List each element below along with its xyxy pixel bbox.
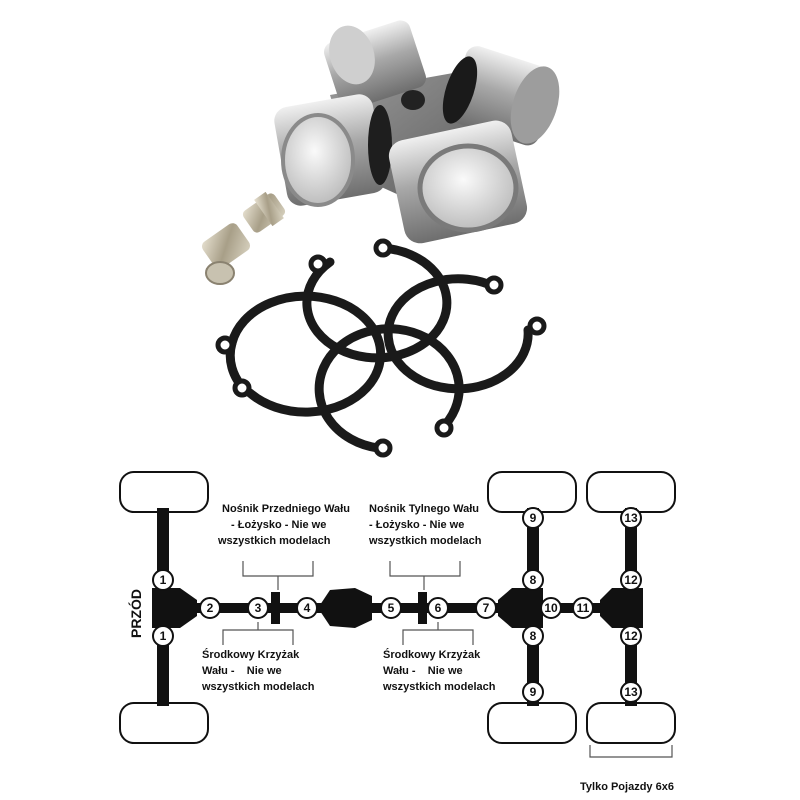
svg-text:7: 7 <box>483 601 490 615</box>
svg-text:13: 13 <box>624 511 638 525</box>
joint-markers: 1 1 2 3 4 5 6 7 8 8 9 9 10 11 12 12 13 1… <box>152 507 642 703</box>
joint-marker: 2 <box>199 597 221 619</box>
drivetrain-diagram: PRZÓD Nośnik Przedniego Wału - Łożysko -… <box>119 471 676 793</box>
wheel-front-right <box>119 702 209 744</box>
retaining-circlips <box>215 238 547 458</box>
transfer-case <box>318 588 372 628</box>
svg-text:2: 2 <box>207 601 214 615</box>
joint-marker: 12 <box>620 569 642 591</box>
rear-carrier-bearing <box>418 592 427 624</box>
grease-hole <box>401 90 425 110</box>
svg-text:12: 12 <box>624 629 638 643</box>
svg-text:1: 1 <box>160 573 167 587</box>
joint-marker: 10 <box>540 597 562 619</box>
wheel-third-left <box>586 471 676 513</box>
svg-text:3: 3 <box>255 601 262 615</box>
joint-marker: 5 <box>380 597 402 619</box>
wheel-third-right <box>586 702 676 744</box>
joint-marker: 12 <box>620 625 642 647</box>
joint-marker: 8 <box>522 569 544 591</box>
svg-text:8: 8 <box>530 573 537 587</box>
callout-brackets <box>222 561 673 758</box>
svg-text:12: 12 <box>624 573 638 587</box>
svg-text:11: 11 <box>577 601 590 615</box>
circlip-left <box>215 291 386 417</box>
bearing-cap-top-right <box>442 46 560 146</box>
joint-marker: 9 <box>522 507 544 529</box>
callout-rear-shaft-carrier: Nośnik Tylnego Wału - Łożysko - Nie we w… <box>368 503 482 547</box>
rear-differential <box>498 588 543 628</box>
circlip-top <box>302 238 452 363</box>
svg-text:8: 8 <box>530 629 537 643</box>
joint-marker: 13 <box>620 507 642 529</box>
svg-text:9: 9 <box>530 685 537 699</box>
joint-marker: 13 <box>620 681 642 703</box>
joint-marker: 1 <box>152 625 174 647</box>
joint-marker: 9 <box>522 681 544 703</box>
svg-text:6: 6 <box>435 601 442 615</box>
callout-front-shaft-carrier: Nośnik Przedniego Wału - Łożysko - Nie w… <box>217 503 353 547</box>
wheels <box>119 471 676 744</box>
bearing-cap-front-left <box>274 94 392 207</box>
wheel-rear-left <box>487 471 577 513</box>
bearing-cap-top-left <box>323 20 427 110</box>
third-differential <box>600 588 643 628</box>
svg-text:4: 4 <box>304 601 311 615</box>
callout-center-cross-right: Środkowy Krzyżak Wału - Nie we wszystkic… <box>382 648 496 693</box>
svg-text:13: 13 <box>624 685 638 699</box>
grease-nipple-fitting <box>201 191 286 285</box>
joint-marker: 8 <box>522 625 544 647</box>
bearing-cap-front-right <box>388 120 528 244</box>
joint-marker: 4 <box>296 597 318 619</box>
svg-text:1: 1 <box>160 629 167 643</box>
callout-six-by-six-only: Tylko Pojazdy 6x6 <box>580 781 674 793</box>
joint-marker: 1 <box>152 569 174 591</box>
front-label: PRZÓD <box>127 589 144 638</box>
svg-text:9: 9 <box>530 511 537 525</box>
joint-marker: 11 <box>572 597 594 619</box>
svg-text:10: 10 <box>544 601 558 615</box>
joint-marker: 3 <box>247 597 269 619</box>
svg-text:5: 5 <box>388 601 395 615</box>
wheel-front-left <box>119 471 209 513</box>
circlip-bottom <box>314 324 464 458</box>
joint-marker: 6 <box>427 597 449 619</box>
circlip-right <box>383 274 547 394</box>
universal-joint-cross <box>274 20 560 244</box>
joint-marker: 7 <box>475 597 497 619</box>
callout-center-cross-left: Środkowy Krzyżak Wału - Nie we wszystkic… <box>201 648 315 693</box>
wheel-rear-right <box>487 702 577 744</box>
front-differential <box>152 588 197 628</box>
front-carrier-bearing <box>271 592 280 624</box>
